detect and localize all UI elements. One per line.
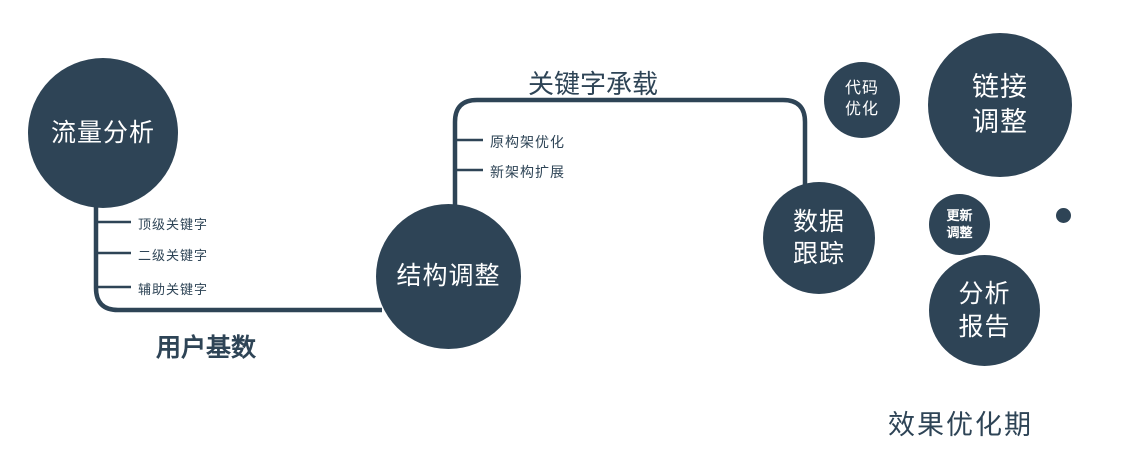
branch-label-aux-keywords: 辅助关键字 bbox=[138, 282, 209, 297]
caption-effect-optimization: 效果优化期 bbox=[888, 410, 1033, 440]
connector-structure-to-tracking bbox=[452, 97, 808, 210]
node-label-line2: 调整 bbox=[972, 107, 1028, 137]
branch-label-top-keywords: 顶级关键字 bbox=[138, 217, 209, 232]
node-label-line1: 更新 bbox=[946, 207, 973, 223]
node-traffic-analysis: 流量分析 bbox=[28, 58, 178, 208]
branch-label-original-structure: 原构架优化 bbox=[490, 134, 565, 150]
traffic-branch-ticks bbox=[96, 220, 131, 289]
node-label: 结构调整 bbox=[396, 262, 501, 291]
node-label-line2: 报告 bbox=[958, 312, 1011, 341]
node-label-line2: 优化 bbox=[844, 101, 879, 118]
node-label-line1: 分析 bbox=[958, 280, 1011, 308]
edge-label-keyword-carry: 关键字承载 bbox=[528, 69, 659, 99]
edge-label-user-base: 用户基数 bbox=[156, 334, 257, 362]
node-code-optimize: 代码 优化 bbox=[824, 62, 900, 138]
node-link-adjust: 链接 调整 bbox=[928, 33, 1072, 177]
structure-branch-ticks bbox=[455, 138, 483, 172]
node-update-adjust: 更新 调整 bbox=[929, 194, 990, 255]
node-label-line2: 跟踪 bbox=[792, 240, 845, 268]
node-label-line2: 调整 bbox=[946, 224, 973, 240]
node-label-line1: 链接 bbox=[972, 71, 1028, 102]
node-label-line1: 数据 bbox=[792, 207, 845, 236]
node-label: 流量分析 bbox=[50, 118, 155, 147]
node-label-line1: 代码 bbox=[844, 80, 879, 98]
node-analysis-report: 分析 报告 bbox=[929, 255, 1040, 366]
node-structure-adjust: 结构调整 bbox=[376, 204, 521, 349]
branch-label-secondary-keywords: 二级关键字 bbox=[138, 248, 209, 263]
dot-bullet bbox=[1056, 208, 1071, 223]
branch-label-new-structure: 新架构扩展 bbox=[490, 164, 565, 180]
node-data-tracking: 数据 跟踪 bbox=[763, 182, 875, 294]
